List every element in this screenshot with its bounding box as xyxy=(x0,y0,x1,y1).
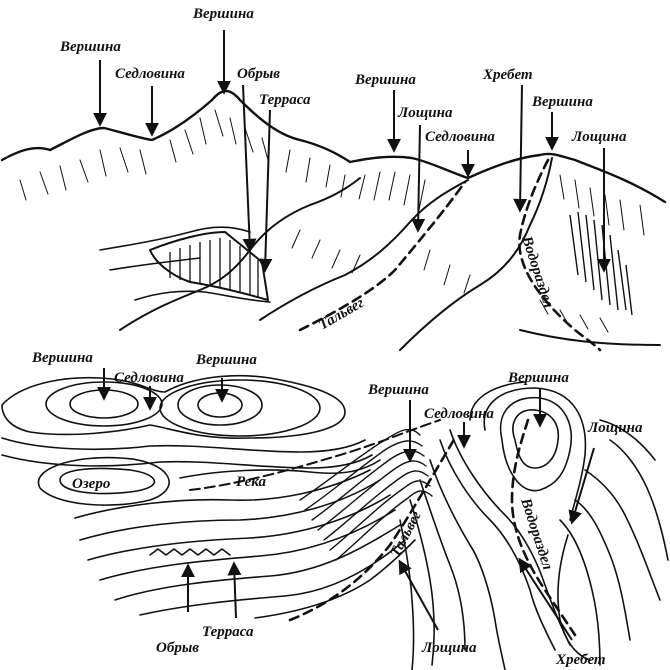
map-thalweg-line xyxy=(288,436,457,622)
top-labels: Вершина Вершина Седловина Обрыв Терраса … xyxy=(59,6,627,333)
cliff-block xyxy=(149,231,269,301)
label-map-river: Река xyxy=(236,474,267,490)
hill-outline-3 xyxy=(399,157,553,351)
valley-edge-1 xyxy=(99,226,251,251)
cliff-hatching xyxy=(169,238,259,297)
label-top-terrace: Терраса xyxy=(259,92,311,108)
label-top-thalweg: Тальвег xyxy=(316,295,367,334)
label-top-watershed: Водораздел xyxy=(518,233,557,310)
slope-hatching xyxy=(19,109,645,333)
label-top-peak-right: Вершина xyxy=(531,94,593,110)
label-map-cliff: Обрыв xyxy=(156,640,199,656)
watershed-line xyxy=(518,158,602,352)
valley-edge-3 xyxy=(134,290,271,303)
contours-steep xyxy=(299,428,433,561)
label-top-peak-main: Вершина xyxy=(192,6,254,22)
top-arrows xyxy=(93,30,611,273)
label-map-saddle-mid: Седловина xyxy=(424,406,494,422)
label-top-peak-left: Вершина xyxy=(59,39,121,55)
label-map-peak-mid: Вершина xyxy=(367,382,429,398)
bottom-labels: Вершина Седловина Вершина Вершина Седлов… xyxy=(31,350,643,668)
hill-outline-4 xyxy=(519,329,661,346)
contours-left-peaks xyxy=(1,374,346,440)
contours-horizontal xyxy=(1,437,416,619)
label-map-lake: Озеро xyxy=(72,476,110,492)
label-map-gully-bottom: Лощина xyxy=(421,640,477,656)
gully-shading xyxy=(569,211,633,316)
thalweg-line xyxy=(298,180,467,332)
label-map-saddle-left: Седловина xyxy=(114,370,184,386)
label-map-gully-right: Лощина xyxy=(587,420,643,436)
label-map-peak-right: Вершина xyxy=(507,370,569,386)
label-top-peak-mid: Вершина xyxy=(354,72,416,88)
label-top-gully-mid: Лощина xyxy=(397,105,453,121)
skyline xyxy=(0,89,667,204)
label-map-peak-left: Вершина xyxy=(31,350,93,366)
map-watershed-line xyxy=(510,418,577,637)
label-map-peak-left2: Вершина xyxy=(195,352,257,368)
map-cliff-mark xyxy=(149,548,231,556)
bottom-arrows xyxy=(97,368,595,641)
label-map-terrace: Терраса xyxy=(202,624,254,640)
contour-map xyxy=(1,374,669,670)
hill-outline-2 xyxy=(259,179,469,321)
label-top-saddle-right: Седловина xyxy=(425,129,495,145)
landscape-sketch xyxy=(0,89,667,352)
label-top-gully-right: Лощина xyxy=(571,129,627,145)
label-top-saddle-left: Седловина xyxy=(115,66,185,82)
label-map-ridge: Хребет xyxy=(555,652,606,668)
label-top-cliff: Обрыв xyxy=(237,66,280,82)
label-top-ridge: Хребет xyxy=(482,67,533,83)
